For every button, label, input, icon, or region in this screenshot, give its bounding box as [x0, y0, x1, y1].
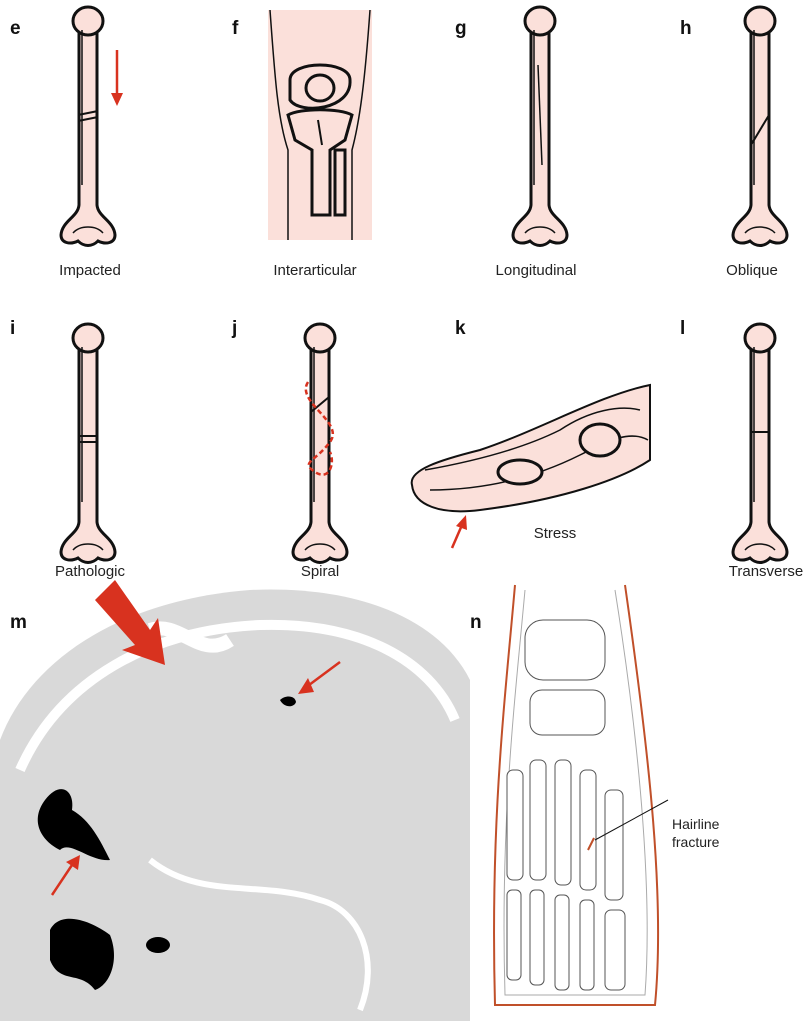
bone-pathologic — [59, 322, 117, 564]
foot-stress — [410, 383, 651, 513]
bone-spiral — [291, 322, 349, 564]
bone-impacted — [59, 5, 117, 247]
caption-transverse: Transverse — [728, 563, 804, 580]
hairline-label-line1: Hairline — [672, 816, 720, 832]
arrow-sinus — [50, 855, 80, 896]
panel-letter-i: i — [10, 318, 16, 339]
panel-letter-e: e — [10, 18, 21, 39]
skull-diagram — [0, 589, 470, 1021]
panel-letter-f: f — [232, 18, 239, 39]
panel-letter-j: j — [232, 318, 238, 339]
panel-letter-h: h — [680, 18, 692, 39]
arrow-skull-small — [298, 660, 341, 694]
panel-letter-n: n — [470, 612, 482, 633]
arrow-skull-impact — [95, 580, 165, 665]
bone-transverse — [731, 322, 789, 564]
foot-xray — [493, 584, 669, 1006]
panel-letter-l: l — [680, 318, 686, 339]
panel-letter-g: g — [455, 18, 467, 39]
caption-spiral: Spiral — [300, 563, 340, 580]
caption-pathologic: Pathologic — [54, 563, 126, 580]
panel-letter-k: k — [455, 318, 466, 339]
arrow-stress — [450, 515, 467, 549]
knee-interarticular — [268, 9, 372, 240]
hairline-label-line2: fracture — [672, 834, 720, 850]
hairline-fracture-label: Hairline fracture — [672, 815, 719, 851]
bone-longitudinal — [511, 5, 569, 247]
caption-stress: Stress — [533, 525, 577, 542]
caption-interarticular: Interarticular — [273, 262, 357, 279]
caption-oblique: Oblique — [726, 262, 778, 279]
bone-oblique — [731, 5, 789, 247]
caption-impacted: Impacted — [59, 262, 121, 279]
panel-letter-m: m — [10, 612, 27, 633]
arrow-impacted — [111, 50, 123, 106]
caption-longitudinal: Longitudinal — [495, 262, 577, 279]
